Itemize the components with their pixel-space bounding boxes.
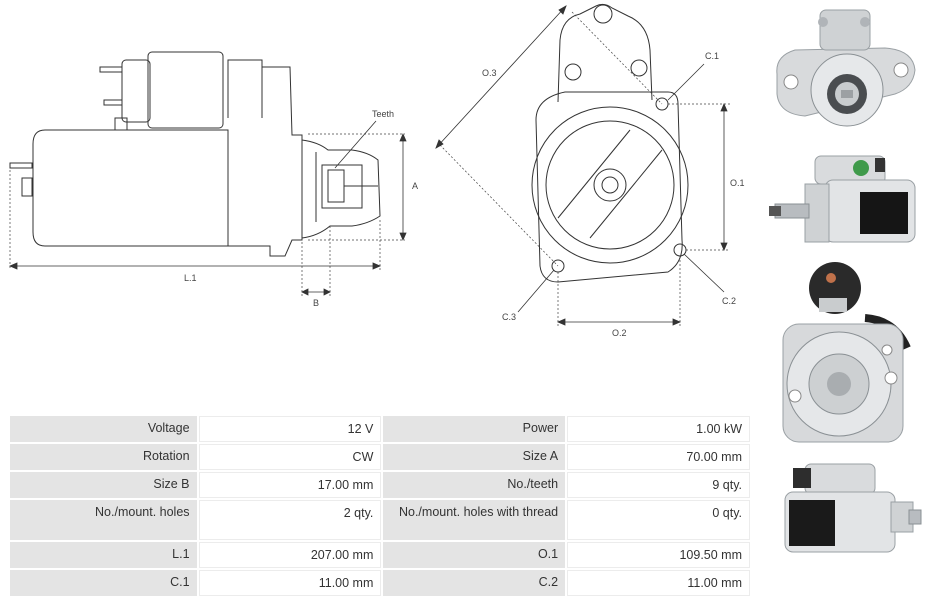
dimension-c3-label: C.3	[502, 312, 516, 322]
dimension-c2-label: C.2	[722, 296, 736, 306]
dimension-b-label: B	[313, 298, 319, 308]
spec-value: 109.50 mm	[567, 542, 750, 568]
spec-label: No./mount. holes with thread	[383, 500, 566, 540]
spec-label: L.1	[10, 542, 197, 568]
side-view-dimension-arrows	[8, 120, 407, 296]
spec-label: C.2	[383, 570, 566, 596]
spec-label: Power	[383, 416, 566, 442]
teeth-label: Teeth	[372, 109, 394, 119]
spec-label: Size A	[383, 444, 566, 470]
dimension-o2-label: O.2	[612, 328, 627, 338]
spec-value: 9 qty.	[567, 472, 750, 498]
spec-value: 1.00 kW	[567, 416, 750, 442]
front-view-drawing	[531, 3, 689, 283]
table-row: No./mount. holes 2 qty. No./mount. holes…	[10, 500, 750, 540]
spec-value: 207.00 mm	[198, 542, 382, 568]
spec-value: CW	[198, 444, 382, 470]
product-photos	[765, 0, 929, 600]
table-row: Voltage 12 V Power 1.00 kW	[10, 416, 750, 442]
product-photo-rear	[782, 262, 911, 443]
table-row: Rotation CW Size A 70.00 mm	[10, 444, 750, 470]
dimension-o3-label: O.3	[482, 68, 497, 78]
side-view-drawing	[9, 51, 381, 257]
spec-label: No./mount. holes	[10, 500, 197, 540]
technical-drawings: Teeth A L.1 B	[8, 3, 745, 338]
spec-value: 11.00 mm	[567, 570, 750, 596]
product-photo-angle	[784, 463, 922, 553]
table-row: L.1 207.00 mm O.1 109.50 mm	[10, 542, 750, 568]
product-photo-front	[776, 9, 916, 127]
spec-label: O.1	[383, 542, 566, 568]
spec-label: Size B	[10, 472, 197, 498]
spec-label: C.1	[10, 570, 197, 596]
dimension-c1-label: C.1	[705, 51, 719, 61]
dimension-a-label: A	[412, 181, 418, 191]
spec-label: No./teeth	[383, 472, 566, 498]
product-photo-side	[769, 155, 916, 243]
spec-value: 0 qty.	[567, 500, 750, 540]
spec-label: Voltage	[10, 416, 197, 442]
table-row: Size B 17.00 mm No./teeth 9 qty.	[10, 472, 750, 498]
spec-label: Rotation	[10, 444, 197, 470]
dimension-o1-label: O.1	[730, 178, 745, 188]
dimension-l1-label: L.1	[184, 273, 197, 283]
spec-value: 11.00 mm	[198, 570, 382, 596]
specifications-table: Voltage 12 V Power 1.00 kW Rotation CW S…	[8, 414, 752, 598]
side-view-dimensions	[9, 133, 405, 297]
table-row: C.1 11.00 mm C.2 11.00 mm	[10, 570, 750, 596]
front-view-dimensions	[439, 11, 730, 328]
spec-value: 12 V	[198, 416, 382, 442]
spec-value: 70.00 mm	[567, 444, 750, 470]
spec-value: 17.00 mm	[198, 472, 382, 498]
spec-value: 2 qty.	[198, 500, 382, 540]
front-view-dimension-arrows	[435, 5, 728, 326]
